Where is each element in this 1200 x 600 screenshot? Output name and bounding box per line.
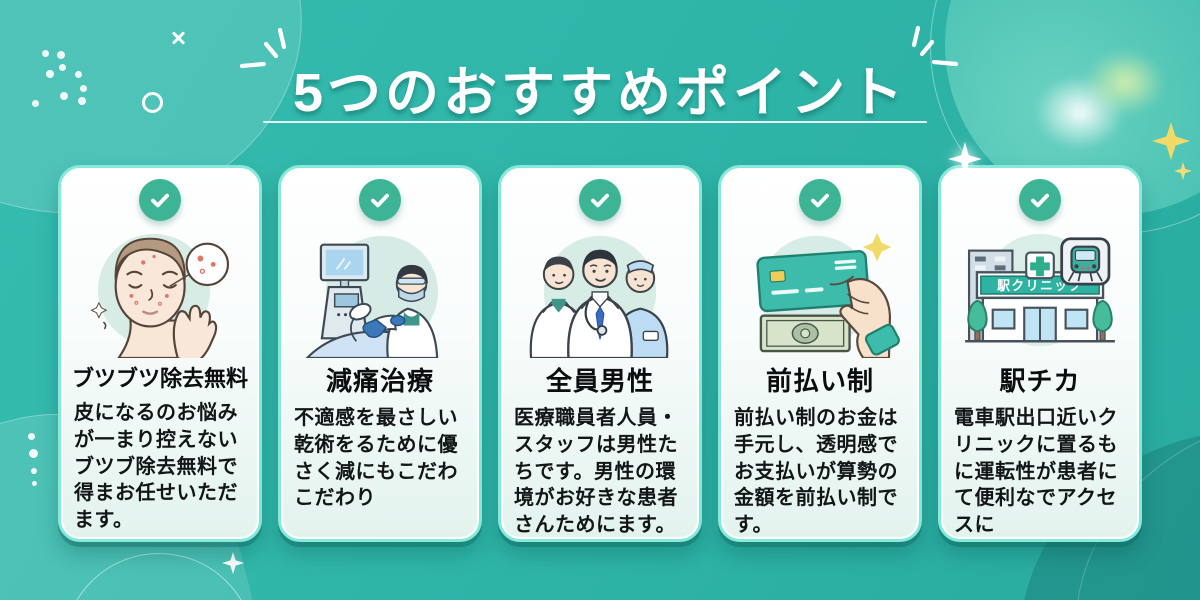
circle-outline-icon bbox=[142, 92, 163, 113]
card-pain-reduction: 減痛治療 不適感を最さしい乾術をるために優さく減にもこだわこだわり bbox=[278, 165, 482, 542]
treatment-illustration bbox=[305, 235, 439, 358]
sparkle-icon bbox=[222, 552, 244, 574]
card-all-male-staff: 全員男性 医療職員者人員・スタッフは男性たちです。男性の環境がお好きな患者さんた… bbox=[498, 165, 702, 542]
card-heading: ブツブツ除去無料 bbox=[71, 366, 248, 391]
male-staff-illustration bbox=[529, 235, 669, 358]
card-heading: 前払い制 bbox=[765, 366, 874, 396]
card-station-clinic: 駅クリニック 駅チカ 電車駅出口近いク bbox=[938, 165, 1142, 542]
glow-spot-yellow bbox=[1085, 50, 1165, 115]
check-icon bbox=[139, 179, 181, 221]
sparkle-icon bbox=[948, 142, 982, 176]
clinic-illustration: 駅クリニック bbox=[965, 233, 1115, 347]
card-prepaid: 前払い制 前払い制のお金は手元し、透明感でお支払いが算勢の金額を前払い制です。 bbox=[718, 165, 922, 542]
card-body: 皮になるのお悩みが一まり控えないブツブ除去無料で得まお任せいただます。 bbox=[74, 402, 238, 532]
card-body: 不適感を最さしい乾術をるために優さく減にもこだわこだわり bbox=[294, 407, 458, 510]
x-mark-icon bbox=[170, 30, 186, 46]
card-body: 電車駅出口近いクリニックに置るもに運転性が患者にて便利なでアクセスに bbox=[954, 407, 1118, 537]
emphasis-marks-left-icon bbox=[239, 27, 287, 69]
card-heading: 減痛治療 bbox=[325, 366, 434, 396]
card-acne-removal: ブツブツ除去無料 皮になるのお悩みが一まり控えないブツブ除去無料で得まお任せいた… bbox=[58, 165, 262, 542]
card-heading: 駅チカ bbox=[999, 366, 1081, 396]
face-acne-illustration bbox=[90, 233, 230, 358]
check-icon bbox=[799, 179, 841, 221]
card-heading: 全員男性 bbox=[545, 366, 654, 396]
points-card-row: ブツブツ除去無料 皮になるのお悩みが一まり控えないブツブ除去無料で得まお任せいた… bbox=[58, 165, 1142, 542]
page-title: 5つのおすすめポイント bbox=[292, 63, 908, 123]
clinic-sign-text: 駅クリニック bbox=[996, 278, 1083, 293]
check-icon bbox=[579, 179, 621, 221]
card-body: 医療職員者人員・スタッフは男性たちです。男性の環境がお好きな患者さんためにます。 bbox=[514, 407, 678, 537]
check-icon bbox=[1019, 179, 1061, 221]
check-icon bbox=[359, 179, 401, 221]
prepaid-illustration bbox=[756, 232, 900, 358]
title-underline bbox=[263, 121, 927, 124]
emphasis-marks-right-icon bbox=[911, 25, 959, 67]
sparkle-yellow-icon bbox=[1174, 162, 1192, 180]
sparkle-yellow-icon bbox=[1152, 122, 1190, 160]
card-body: 前払い制のお金は手元し、透明感でお支払いが算勢の金額を前払い制です。 bbox=[734, 407, 898, 537]
